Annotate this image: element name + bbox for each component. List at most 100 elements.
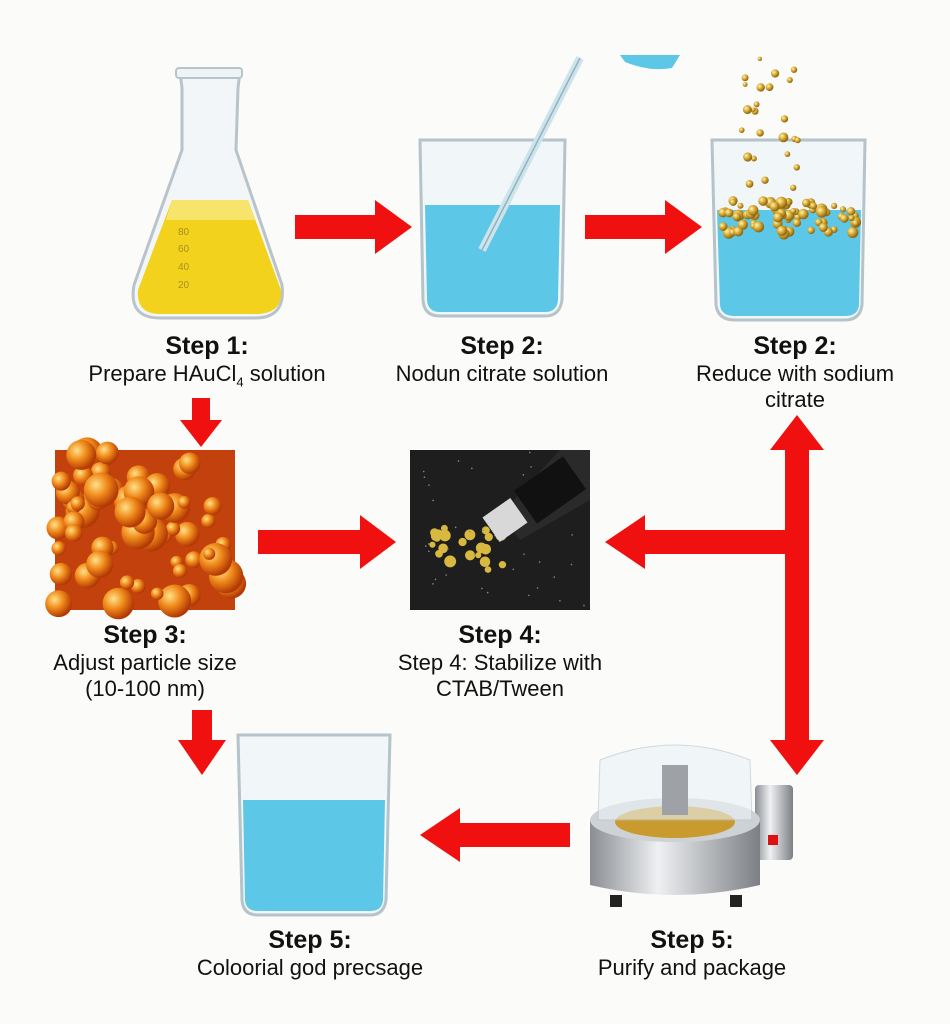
step-title: Step 3: <box>103 621 187 649</box>
gold-particle <box>435 549 443 558</box>
speck <box>428 550 430 553</box>
gold-particle <box>747 204 759 216</box>
gold-particle <box>745 179 754 188</box>
orange-particle <box>114 496 146 528</box>
orange-particle <box>83 472 119 508</box>
gold-particle <box>732 212 741 221</box>
speck <box>480 587 483 590</box>
step-2b-label: Step 2: Reduce with sodium citrate <box>696 331 894 413</box>
gold-particle <box>792 218 802 228</box>
speck <box>447 547 449 550</box>
desc-text: Prepare HAuCl <box>88 361 237 386</box>
gold-particle <box>818 222 828 232</box>
gold-particle <box>770 69 780 78</box>
erlenmeyer-flask-icon <box>131 67 284 320</box>
speck <box>553 576 556 578</box>
orange-particle <box>201 513 216 528</box>
gold-particle <box>793 164 800 171</box>
gold-particle <box>465 550 476 561</box>
arrow-step5-to-step5b <box>420 808 570 862</box>
orange-particle <box>51 471 71 491</box>
centrifuge-machine-icon <box>590 744 793 907</box>
gold-particle <box>479 556 491 568</box>
gold-particle <box>741 74 749 82</box>
speck <box>457 460 460 462</box>
speck <box>522 474 525 476</box>
orange-particle <box>119 575 135 590</box>
orange-particle <box>178 452 201 475</box>
desc-tail: solution <box>243 361 326 386</box>
speck <box>445 574 447 576</box>
gold-particle <box>751 107 756 112</box>
gold-particle <box>798 208 809 220</box>
gold-particle <box>440 524 448 532</box>
step-desc: Step 4: Stabilize with <box>397 650 603 675</box>
step-5b-label: Step 5: Purify and package <box>598 925 786 981</box>
gold-particle <box>765 83 774 92</box>
step-4-label: Step 4: Step 4: Stabilize with CTAB/Twee… <box>398 620 602 702</box>
speck <box>570 563 573 566</box>
gold-particle <box>743 152 753 162</box>
gold-particle <box>724 208 734 218</box>
step-title: Step 2: <box>753 332 837 360</box>
gold-particle <box>790 207 797 215</box>
gold-particle <box>848 214 855 222</box>
gold-particle <box>733 226 744 237</box>
gold-particle <box>758 196 768 206</box>
orange-particles-image <box>45 437 247 620</box>
gold-particle <box>790 66 798 73</box>
orange-particle <box>66 440 97 470</box>
orange-particle <box>147 492 175 520</box>
step-3-label: Step 3: Adjust particle size (10-100 nm) <box>53 620 236 702</box>
double-arrow-vertical <box>770 415 824 775</box>
orange-particle <box>86 550 114 578</box>
flask-mark: 60 <box>178 244 190 255</box>
speck <box>528 451 531 454</box>
speck <box>454 526 457 529</box>
orange-particle <box>64 524 83 542</box>
step-desc: (10-100 nm) <box>85 676 205 701</box>
speck <box>468 530 471 533</box>
gold-particle <box>429 541 436 548</box>
orange-particle <box>130 579 146 594</box>
gold-particle <box>458 537 467 547</box>
speck <box>471 467 473 470</box>
orange-particle <box>45 590 73 618</box>
gold-particle <box>498 560 507 569</box>
flask-mark: 40 <box>178 262 190 273</box>
gold-particle <box>753 101 760 108</box>
speck <box>536 587 539 589</box>
step-1-label: Step 1: Prepare HAuCl4 solution <box>88 331 325 395</box>
gold-particle <box>786 76 793 84</box>
gold-particle <box>778 132 789 143</box>
speck <box>583 604 585 607</box>
orange-particle <box>203 547 216 560</box>
gold-particle <box>846 207 856 216</box>
orange-particle <box>185 551 203 569</box>
desc-subscript: 4 <box>236 374 244 390</box>
gold-particle <box>476 546 484 553</box>
gold-particle <box>809 202 817 210</box>
speck <box>523 553 525 555</box>
gold-particle <box>475 552 482 559</box>
speck <box>482 529 484 531</box>
speck <box>473 553 476 556</box>
gold-particle <box>742 105 752 115</box>
gold-particle <box>780 115 789 123</box>
gold-particle <box>752 221 765 233</box>
step-title: Step 5: <box>268 926 352 954</box>
step-desc: Adjust particle size <box>53 650 237 675</box>
speck <box>427 543 430 545</box>
speck <box>432 583 434 585</box>
step-desc: CTAB/Tween <box>436 676 564 701</box>
speck <box>528 594 530 597</box>
gold-particle <box>794 137 801 144</box>
orange-particle <box>177 495 191 509</box>
gold-particle <box>751 155 757 162</box>
gold-particle <box>839 206 847 213</box>
microscope-image <box>410 450 590 610</box>
orange-particle <box>70 496 85 511</box>
speck <box>512 568 515 571</box>
gold-particle <box>738 127 745 133</box>
step-5-label: Step 5: Coloorial god precsage <box>197 925 423 981</box>
